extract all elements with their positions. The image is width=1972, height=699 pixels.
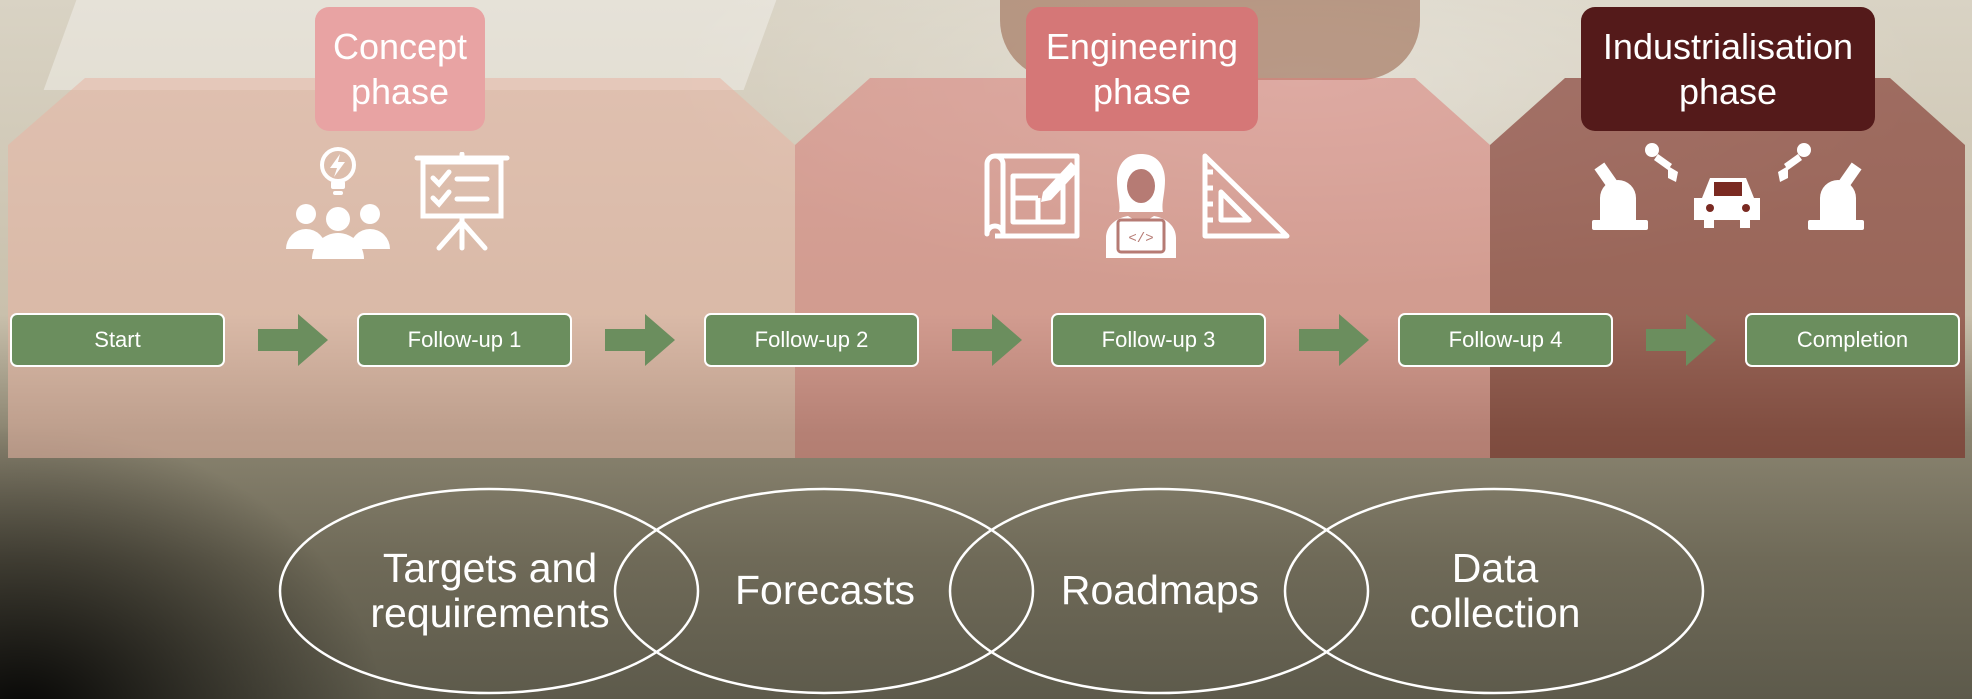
step-completion: Completion [1745,313,1960,367]
concept-phase-label: Concept phase [315,7,485,131]
ellipse-targets [278,487,700,695]
ellipse-roadmaps [948,487,1370,695]
industrialisation-phase-label: Industrialisation phase [1581,7,1875,131]
venn-label-data-collection: Data collection [1409,545,1581,636]
step-follow-up-4: Follow-up 4 [1398,313,1613,367]
arrow-1 [258,314,328,366]
step-follow-up-1: Follow-up 1 [357,313,572,367]
engineering-phase-area [795,78,1490,458]
venn-label-roadmaps: Roadmaps [1060,567,1260,613]
people-idea-icon [286,147,390,259]
set-square-icon [1202,153,1290,239]
presentation-board-icon [414,152,510,251]
step-start: Start [10,313,225,367]
engineering-phase-label: Engineering phase [1026,7,1258,131]
developer-icon: </> [1106,154,1176,258]
blueprint-icon [984,153,1080,239]
ellipse-forecasts [613,487,1035,695]
arrow-2 [605,314,675,366]
step-follow-up-3: Follow-up 3 [1051,313,1266,367]
arrow-4 [1299,314,1369,366]
ellipse-data-collection [1283,487,1705,695]
step-follow-up-2: Follow-up 2 [704,313,919,367]
venn-label-forecasts: Forecasts [735,567,915,613]
arrow-5 [1646,314,1716,366]
svg-text:</>: </> [1128,231,1153,247]
robot-arm-car-assembly-icon [1592,143,1864,230]
venn-label-targets: Targets and requirements [370,545,610,636]
arrow-3 [952,314,1022,366]
